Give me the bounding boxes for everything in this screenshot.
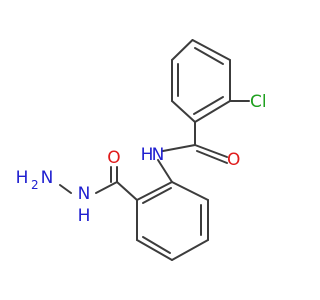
chlorine-label: Cl — [250, 92, 267, 112]
bond — [194, 144, 228, 158]
bond — [196, 150, 228, 164]
bond — [136, 181, 173, 201]
bond — [142, 236, 171, 254]
bond — [142, 187, 172, 204]
nitrogen-amide-label: N — [152, 145, 165, 165]
bond — [194, 47, 224, 65]
hydrazide-nh2-n-label: N — [41, 168, 54, 188]
bond — [162, 144, 196, 152]
bond — [171, 100, 196, 123]
bond — [194, 100, 231, 123]
hydrazide-nh2-subscript: 2 — [31, 178, 39, 192]
hydrazide-nh-h-label: H — [78, 206, 91, 226]
hydrazide-nh-n-label: N — [78, 184, 91, 204]
hydrogen-amide-label: H — [141, 145, 154, 165]
bond — [171, 181, 209, 201]
bond — [191, 39, 231, 61]
bond — [59, 184, 72, 194]
hydrazide-nh2-h-label: H — [16, 168, 29, 188]
bond — [157, 159, 173, 183]
bond — [171, 239, 209, 261]
atom-labels: Cl O N H O H 2 N N H — [16, 92, 267, 226]
bond — [136, 239, 173, 261]
molecule-structure: Cl O N H O H 2 N N H — [16, 39, 267, 261]
bond — [193, 96, 224, 115]
bond-lines — [59, 39, 250, 261]
bond — [116, 181, 138, 201]
bond — [171, 39, 194, 61]
oxygen-hydrazide-label: O — [107, 148, 120, 168]
oxygen-amide-label: O — [227, 150, 240, 170]
bond — [95, 181, 118, 194]
